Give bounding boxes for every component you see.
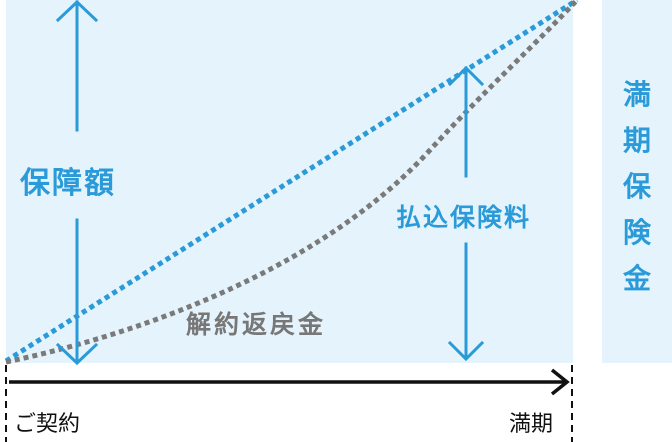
maturity-benefit-char: 金 bbox=[622, 262, 651, 295]
premium-down-arrow-icon bbox=[447, 242, 485, 362]
coverage-label: 保障額 bbox=[20, 166, 116, 201]
maturity-benefit-label: 満 期 保 険 金 bbox=[612, 72, 662, 302]
maturity-benefit-char: 険 bbox=[622, 216, 651, 249]
maturity-benefit-char: 満 bbox=[622, 78, 651, 111]
time-axis-arrow-icon bbox=[9, 368, 570, 396]
maturity-benefit-char: 保 bbox=[622, 170, 651, 203]
premiums-paid-label: 払込保険料 bbox=[396, 203, 532, 232]
timeline-start-label: ご契約 bbox=[14, 412, 81, 437]
premiums-paid-line bbox=[4, 0, 579, 364]
premium-up-arrow-icon bbox=[447, 65, 485, 178]
surrender-value-curve bbox=[5, 0, 579, 365]
surrender-value-label: 解約返戻金 bbox=[186, 310, 327, 339]
maturity-benefit-char: 期 bbox=[622, 124, 651, 157]
timeline-end-label: 満期 bbox=[509, 412, 554, 437]
coverage-down-arrow-icon bbox=[55, 218, 99, 366]
maturity-benefit-panel bbox=[602, 0, 672, 363]
coverage-up-arrow-icon bbox=[55, 0, 99, 132]
